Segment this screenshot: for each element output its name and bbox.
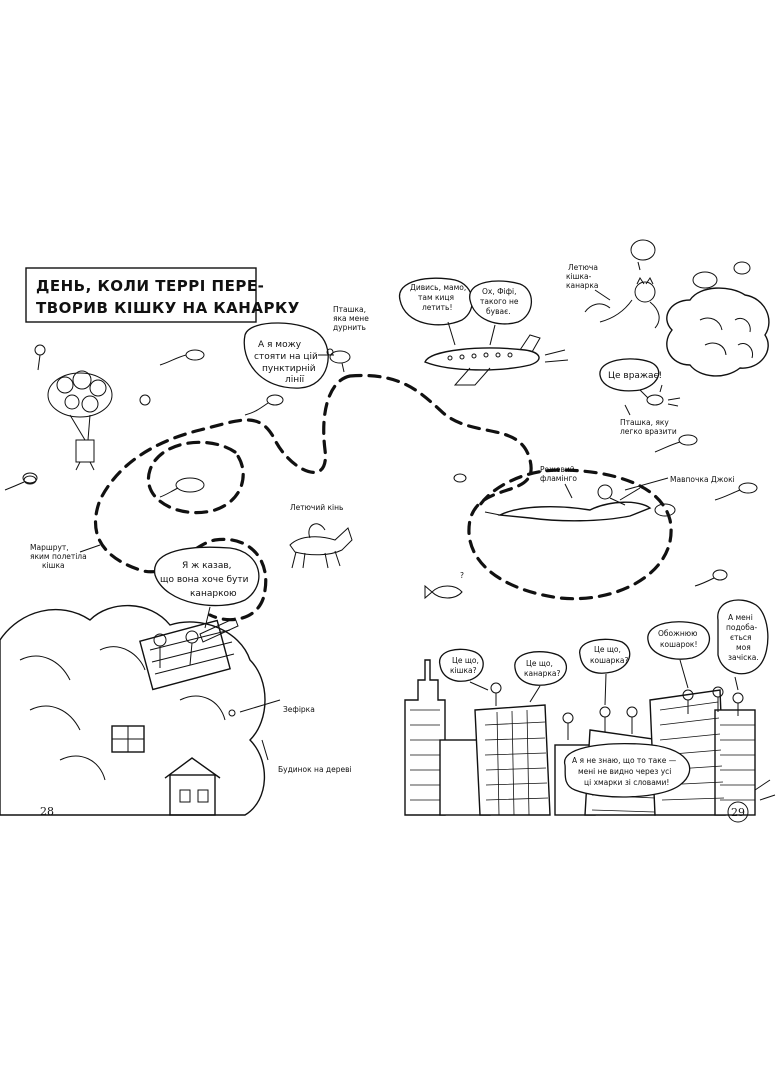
title-box: ДЕНЬ, КОЛИ ТЕРРІ ПЕРЕ- ТВОРИВ КІШКУ НА К… <box>25 267 300 323</box>
kids-with-telescope <box>153 617 239 668</box>
svg-text:Я ж казав,: Я ж казав, <box>182 561 232 571</box>
svg-text:кошарка?: кошарка? <box>590 656 628 665</box>
label-flying-horse: Летючий кінь <box>290 503 343 512</box>
svg-text:Обожнюю: Обожнюю <box>658 629 697 638</box>
svg-text:мені не видно через усі: мені не видно через усі <box>578 767 671 776</box>
bubble-oh-fifi: Ох, Фіфі, такого не буває. <box>469 280 533 346</box>
bubble-dotted-line-text-3: пунктирній <box>262 364 316 374</box>
svg-text:А я не знаю, що то таке —: А я не знаю, що то таке — <box>572 756 677 765</box>
svg-text:Це вражає!: Це вражає! <box>608 371 662 381</box>
svg-text:кішка: кішка <box>42 561 65 570</box>
bubble-dotted-line: А я можу стояти на цій пунктирній лінії <box>243 322 334 389</box>
svg-text:?: ? <box>460 571 464 580</box>
svg-text:Маршрут,: Маршрут, <box>30 543 69 552</box>
page-number-left: 28 <box>40 805 54 818</box>
page-number-right: 29 <box>731 806 745 819</box>
title-line-1: ДЕНЬ, КОЛИ ТЕРРІ ПЕРЕ- <box>36 277 264 295</box>
bubble-dotted-line-text-2: стояти на цій <box>254 352 318 362</box>
svg-text:Пташка, яку: Пташка, яку <box>620 418 669 427</box>
bubble-dotted-line-text-1: А я можу <box>258 340 302 350</box>
label-treehouse: Будинок на дереві <box>261 739 352 774</box>
svg-text:канаркою: канаркою <box>190 589 237 599</box>
svg-text:Зефірка: Зефірка <box>283 705 315 714</box>
svg-text:дурнить: дурнить <box>333 323 366 332</box>
svg-text:ці хмарки зі словами!: ці хмарки зі словами! <box>584 778 669 787</box>
svg-text:фламінго: фламінго <box>540 474 577 483</box>
flamingo-with-monkey <box>484 484 652 522</box>
dashed-route <box>93 373 673 622</box>
label-flying-cat: Летюча кішка- канарка <box>566 263 611 301</box>
svg-text:канарка?: канарка? <box>524 669 561 678</box>
label-scared-bird: Пташка, яку легко вразити <box>620 404 677 436</box>
bird-on-line <box>326 348 351 373</box>
bubble-is-it-cat: Це що, кішка? <box>439 648 489 691</box>
svg-text:А мені: А мені <box>728 613 753 622</box>
svg-text:яка мене: яка мене <box>333 314 369 323</box>
bubble-is-it-kosharka: Це що, кошарка? <box>579 638 631 706</box>
svg-text:легко вразити: легко вразити <box>620 427 677 436</box>
tree-canopy <box>0 604 266 816</box>
label-bird-walk: Пташка, яка мене дурнить <box>333 305 369 332</box>
label-zefirka: Зефірка <box>228 699 315 717</box>
flying-horse: Летючий кінь <box>289 503 353 569</box>
svg-text:там киця: там киця <box>418 293 454 302</box>
svg-text:кішка-: кішка- <box>566 272 592 281</box>
bubble-told-you: Я ж казав, що вона хоче бути канаркою <box>154 546 260 629</box>
label-flamingo: Рожевий фламінго <box>540 465 577 499</box>
svg-text:Ох, Фіфі,: Ох, Фіфі, <box>482 287 517 296</box>
bubble-dotted-line-text-4: лінії <box>285 375 305 385</box>
svg-text:Рожевий: Рожевий <box>540 465 575 474</box>
svg-text:ється: ється <box>730 633 752 642</box>
bubble-is-it-canary: Це що, канарка? <box>514 651 568 703</box>
fish: ? <box>424 571 464 600</box>
label-route: Маршрут, яким полетіла кішка <box>30 543 101 570</box>
title-line-2: ТВОРИВ КІШКУ НА КАНАРКУ <box>36 299 300 317</box>
svg-text:Будинок на дереві: Будинок на дереві <box>278 765 352 774</box>
svg-text:Це що,: Це що, <box>594 645 621 654</box>
svg-text:яким полетіла: яким полетіла <box>30 552 87 561</box>
svg-text:летить!: летить! <box>422 303 452 312</box>
svg-text:кішка?: кішка? <box>450 666 477 675</box>
page-number-right-badge: 29 <box>727 779 776 823</box>
bubble-like-chick: А мені подоба- ється моя зачіска. <box>717 599 769 691</box>
bubble-impressive: Це вражає! <box>599 358 662 399</box>
svg-text:Це що,: Це що, <box>526 659 553 668</box>
cloud-of-cats <box>666 261 770 377</box>
bubble-look-mom: Дивись, мамо, там киця летить! <box>399 277 473 346</box>
svg-text:зачіска.: зачіска. <box>728 653 759 662</box>
bubble-dont-know: А я не знаю, що то таке — мені не видно … <box>564 742 691 798</box>
bubble-love-kosharka: Обожнюю кошарок! <box>647 621 710 689</box>
airplane <box>424 334 569 386</box>
svg-text:що вона хоче бути: що вона хоче бути <box>160 575 249 585</box>
floating-kites-left <box>4 344 284 498</box>
balloon-bundle <box>47 370 113 471</box>
rooftop-people <box>490 682 744 740</box>
svg-text:Це що,: Це що, <box>452 656 479 665</box>
svg-text:моя: моя <box>736 643 751 652</box>
svg-text:кошарок!: кошарок! <box>660 640 697 649</box>
label-monkey: Мавпочка Джокі <box>624 475 735 491</box>
svg-text:буває.: буває. <box>486 307 511 316</box>
svg-text:подоба-: подоба- <box>726 623 757 632</box>
floating-kites-right <box>453 434 758 587</box>
svg-text:канарка: канарка <box>566 281 599 290</box>
scared-bird <box>646 384 681 407</box>
svg-text:Пташка,: Пташка, <box>333 305 366 314</box>
svg-text:такого не: такого не <box>480 297 519 306</box>
svg-text:Дивись, мамо,: Дивись, мамо, <box>410 283 466 292</box>
svg-text:Летюча: Летюча <box>568 263 598 272</box>
flying-cat-canary <box>584 239 660 329</box>
svg-text:Мавпочка Джокі: Мавпочка Джокі <box>670 475 735 484</box>
